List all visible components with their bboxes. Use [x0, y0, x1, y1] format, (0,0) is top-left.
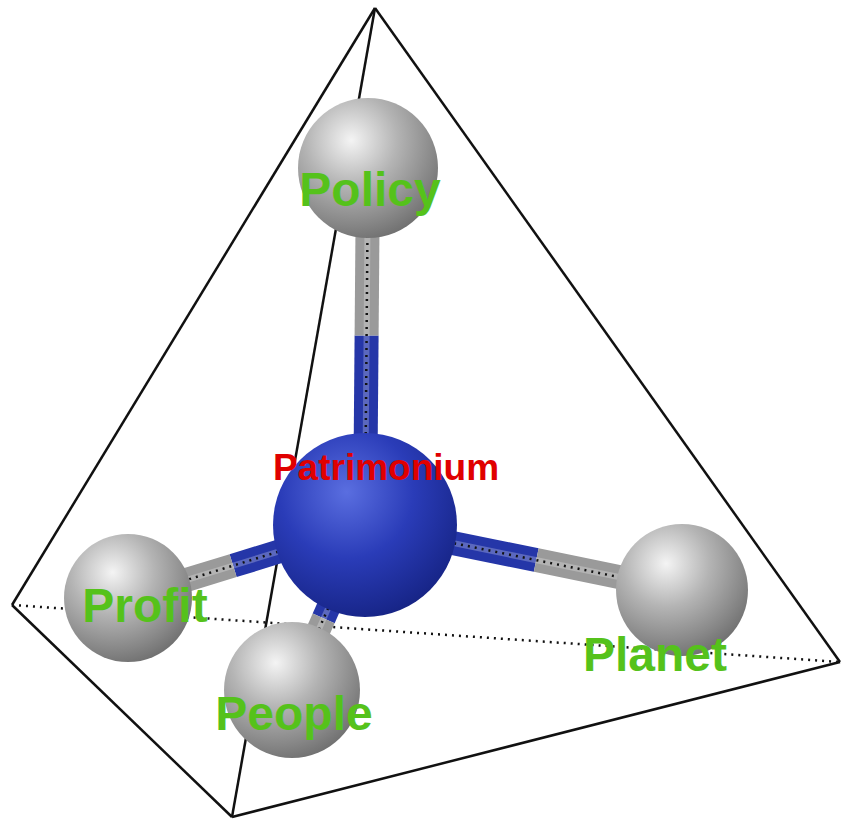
concept-label: Planet	[583, 631, 727, 679]
atom-sphere: Policy	[298, 98, 438, 238]
concept-label: Policy	[299, 166, 440, 214]
concept-label: People	[215, 690, 372, 738]
atom-sphere: Planet	[616, 524, 748, 656]
atom-sphere: People	[224, 622, 360, 758]
atom-sphere: Patrimonium	[273, 433, 457, 617]
concept-label: Patrimonium	[273, 449, 499, 486]
tetrahedron-edges	[12, 8, 840, 817]
concept-label: Profit	[82, 582, 207, 630]
atom-sphere: Profit	[64, 534, 192, 662]
